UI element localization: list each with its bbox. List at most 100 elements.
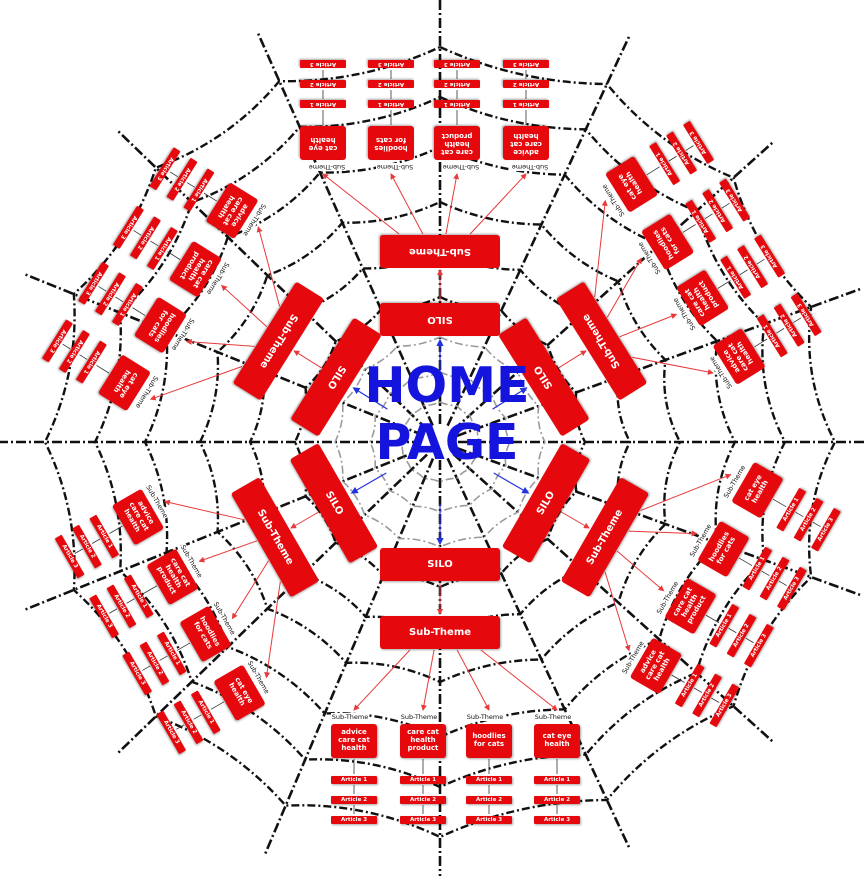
arrow-article-link	[116, 297, 124, 302]
arrow-silo-to-subtheme	[291, 512, 319, 528]
article-box: Article 2	[400, 796, 446, 804]
subtheme-label: Sub-Theme	[442, 163, 480, 171]
subtheme-label: Sub-Theme	[376, 163, 414, 171]
arrow-subtheme-to-topic	[629, 531, 697, 533]
article-box: Article 2	[534, 796, 580, 804]
arrow-article-link	[722, 203, 730, 208]
arrow-article-link	[740, 270, 748, 275]
arrow-home-to-silo	[352, 473, 387, 493]
arrow-article-link	[109, 609, 117, 614]
arrow-article-link	[211, 702, 224, 710]
leaf-topic-box: advice care cat health	[503, 126, 549, 160]
arrow-subtheme-to-topic	[423, 650, 434, 710]
arrow-subtheme-to-topic	[632, 357, 713, 373]
arrow-article-link	[669, 156, 677, 161]
arrow-silo-to-subtheme	[294, 351, 321, 368]
arrow-home-to-silo	[494, 473, 529, 493]
leaf-topic-box: cat eye health	[300, 126, 346, 160]
arrow-subtheme-to-topic	[607, 258, 641, 317]
arrow-article-link	[96, 365, 109, 373]
article-box: Article 1	[331, 776, 377, 784]
arrow-article-link	[686, 146, 694, 151]
arrow-article-link	[170, 172, 178, 177]
arrow-article-link	[99, 286, 107, 291]
article-box: Article 2	[466, 796, 512, 804]
arrow-subtheme-to-topic	[391, 174, 423, 234]
arrow-article-link	[132, 308, 145, 316]
article-box: Article 1	[300, 100, 346, 108]
leaf-topic-box: cat eye health	[534, 724, 580, 758]
arrow-article-link	[647, 167, 660, 175]
arrow-article-link	[144, 586, 157, 594]
arrow-article-link	[762, 571, 770, 576]
subtheme-box: Sub-Theme	[380, 616, 500, 649]
arrow-subtheme-to-topic	[470, 174, 526, 234]
arrow-article-link	[92, 539, 100, 544]
arrow-silo-to-subtheme	[559, 351, 586, 368]
arrow-article-link	[134, 230, 142, 235]
arrow-article-link	[63, 344, 71, 349]
arrow-article-link	[694, 688, 702, 693]
home-title-line1: HOME	[337, 358, 557, 415]
article-box: Article 1	[534, 776, 580, 784]
arrow-article-link	[779, 581, 787, 586]
article-box: Article 1	[368, 100, 414, 108]
leaf-topic-box: hoodlies for cats	[368, 126, 414, 160]
arrow-article-link	[757, 259, 765, 264]
arrow-article-link	[813, 522, 821, 527]
arrow-subtheme-to-topic	[446, 174, 457, 234]
article-box: Article 2	[503, 80, 549, 88]
arrow-article-link	[79, 355, 87, 360]
arrow-article-link	[793, 318, 801, 323]
arrow-article-link	[729, 628, 737, 633]
subtheme-label: Sub-Theme	[511, 163, 549, 171]
arrow-article-link	[739, 558, 752, 566]
subtheme-label: Sub-Theme	[331, 713, 369, 721]
arrow-article-link	[150, 241, 158, 246]
arrow-article-link	[187, 183, 195, 188]
arrow-subtheme-to-topic	[354, 650, 410, 710]
arrow-article-link	[776, 328, 784, 333]
article-box: Article 3	[400, 816, 446, 824]
silo-box: SILO	[380, 303, 500, 336]
arrow-subtheme-to-topic	[266, 581, 280, 677]
leaf-topic-box: hoodlies for cats	[466, 724, 512, 758]
article-box: Article 3	[534, 816, 580, 824]
arrow-article-link	[705, 214, 713, 219]
arrow-silo-to-subtheme	[561, 512, 589, 528]
arrow-subtheme-to-topic	[481, 650, 557, 710]
arrow-article-link	[754, 339, 767, 347]
arrow-article-link	[142, 666, 150, 671]
article-box: Article 1	[503, 100, 549, 108]
arrow-article-link	[75, 549, 83, 554]
silo-box: SILO	[380, 548, 500, 581]
article-box: Article 2	[368, 80, 414, 88]
arrow-article-link	[773, 499, 786, 507]
leaf-topic-box: advice care cat health	[331, 724, 377, 758]
arrow-subtheme-to-topic	[620, 314, 677, 336]
arrow-article-link	[711, 698, 719, 703]
arrow-subtheme-to-topic	[595, 201, 606, 297]
article-box: Article 3	[466, 816, 512, 824]
home-page-title: HOME PAGE	[337, 358, 557, 472]
article-box: Article 2	[300, 80, 346, 88]
arrow-article-link	[167, 252, 180, 260]
article-box: Article 3	[331, 816, 377, 824]
article-box: Article 3	[368, 60, 414, 68]
article-box: Article 1	[400, 776, 446, 784]
arrow-article-link	[683, 225, 696, 233]
subtheme-label: Sub-Theme	[400, 713, 438, 721]
leaf-topic-box: care cat health product	[400, 724, 446, 758]
article-box: Article 1	[466, 776, 512, 784]
arrow-article-link	[796, 512, 804, 517]
arrow-subtheme-to-topic	[457, 650, 489, 710]
arrow-subtheme-to-topic	[187, 342, 255, 347]
arrow-article-link	[127, 599, 135, 604]
article-box: Article 2	[434, 80, 480, 88]
article-box: Article 3	[503, 60, 549, 68]
subtheme-label: Sub-Theme	[308, 163, 346, 171]
article-box: Article 3	[300, 60, 346, 68]
arrow-subtheme-to-topic	[165, 502, 245, 520]
article-box: Article 1	[434, 100, 480, 108]
